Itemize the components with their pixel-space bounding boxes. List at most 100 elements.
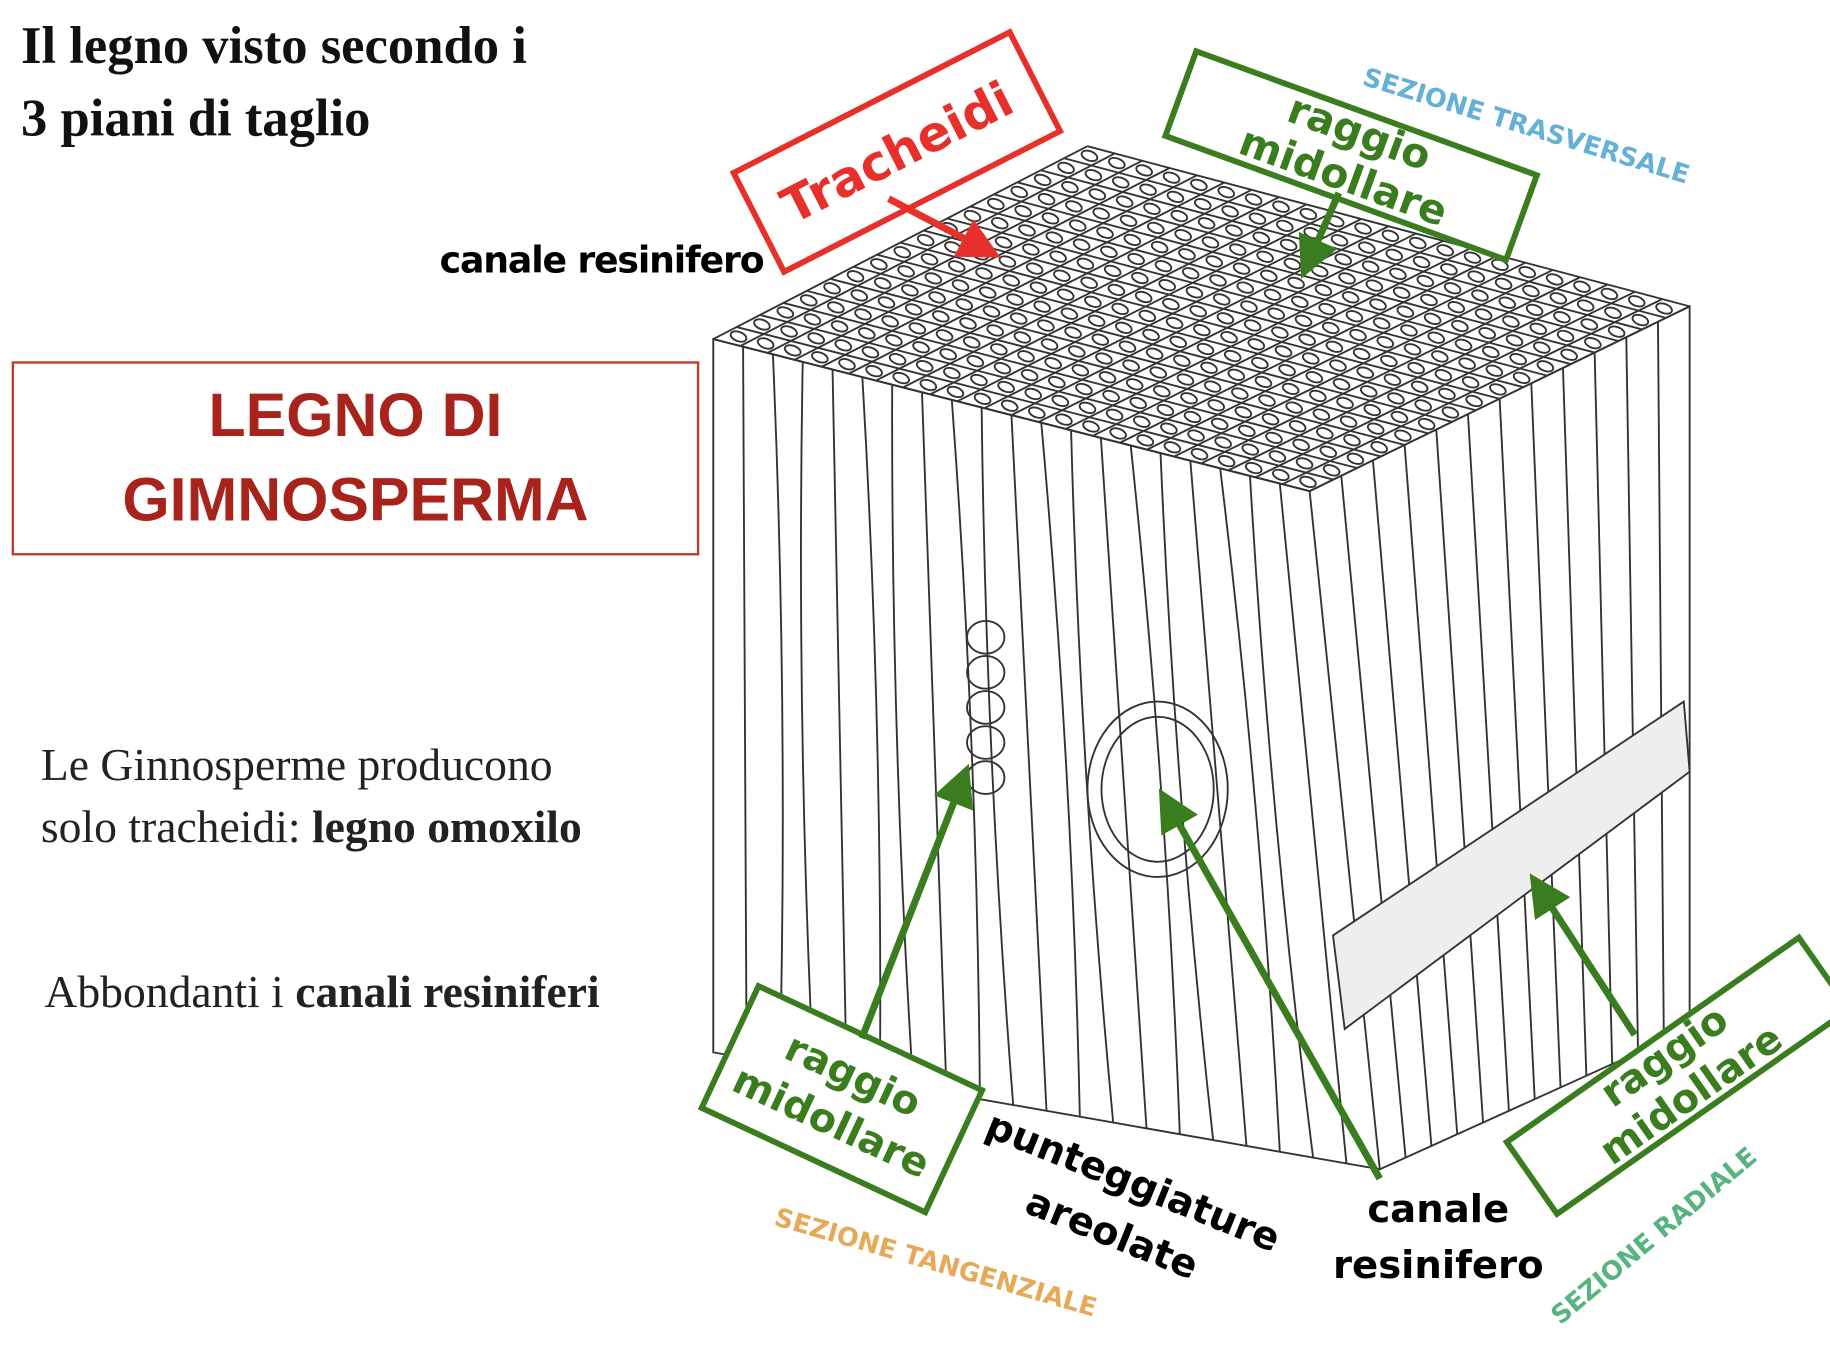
- tracheid-wall: [1467, 414, 1510, 1111]
- tracheid-lumen: [1214, 436, 1232, 449]
- tracheid-lumen: [827, 301, 845, 314]
- tracheid-lumen: [1197, 217, 1216, 230]
- tracheid-lumen: [1166, 190, 1185, 204]
- tracheid-lumen: [1169, 335, 1188, 349]
- tracheid-lumen: [1061, 180, 1079, 194]
- tracheid-lumen: [1223, 349, 1242, 363]
- tracheid-lumen: [1189, 305, 1207, 318]
- tracheid-lumen: [1502, 315, 1520, 328]
- tracheid-lumen: [973, 392, 992, 405]
- tracheid-lumen: [982, 305, 1001, 318]
- tracheid-lumen: [1389, 267, 1407, 280]
- heading-line-2: GIMNOSPERMA: [122, 466, 589, 535]
- tracheid-lumen: [1272, 200, 1290, 213]
- tracheid-lumen: [1096, 226, 1114, 239]
- tracheid-lumen: [1431, 350, 1449, 363]
- tracheid-lumen: [1358, 241, 1376, 254]
- tracheid-lumen: [1098, 371, 1117, 384]
- tracheid-lumen: [1440, 263, 1458, 276]
- tracheid-lumen: [892, 371, 911, 385]
- arrow-raggio-left: [858, 763, 974, 1040]
- tracheid-lumen: [1454, 338, 1473, 351]
- tracheid-lumen: [1412, 255, 1431, 269]
- tracheid-lumen: [1068, 219, 1087, 232]
- tracheid-wall: [1249, 475, 1315, 1158]
- tracheid-lumen: [1261, 413, 1280, 426]
- tracheid-lumen: [1143, 202, 1161, 215]
- tracheid-wall: [1593, 352, 1614, 1065]
- tracheid-lumen: [1027, 406, 1046, 419]
- tracheid-lumen: [993, 362, 1012, 375]
- tracheid-lumen: [1078, 401, 1097, 414]
- tracheid-wall: [891, 384, 915, 1088]
- tracheid-lumen: [1217, 186, 1236, 199]
- tracheid-lumen: [1366, 422, 1385, 435]
- tracheid-lumen: [1033, 173, 1052, 187]
- tracheid-wall: [771, 354, 784, 1065]
- tracheid-lumen: [1556, 329, 1575, 343]
- tracheid-lumen: [986, 324, 1004, 337]
- tracheid-lumen: [783, 344, 802, 357]
- tracheid-lumen: [1075, 382, 1093, 396]
- tracheid-lumen: [1000, 399, 1019, 412]
- tracheid-lumen: [1053, 269, 1071, 282]
- radial-ray: [1332, 699, 1691, 1031]
- tracheid-lumen: [1084, 168, 1103, 182]
- tracheid-lumen: [1065, 200, 1083, 213]
- tracheid-lumen: [888, 353, 907, 366]
- tracheid-lumen: [1292, 438, 1310, 451]
- tracheid-lumen: [1037, 193, 1056, 206]
- tracheid-lumen: [1252, 231, 1271, 244]
- tracheid-lumen: [1025, 262, 1044, 275]
- tracheid-lumen: [1271, 326, 1289, 339]
- ray-cell: [966, 655, 1006, 690]
- tracheid-lumen: [1553, 311, 1571, 324]
- tracheid-lumen: [920, 253, 939, 266]
- tracheid-lumen: [1294, 314, 1313, 327]
- tracheid-lumen: [1111, 302, 1129, 316]
- tracheid-lumen: [854, 308, 872, 321]
- tracheid-lumen: [966, 355, 985, 368]
- tracheid-lumen: [928, 291, 946, 304]
- tracheid-lumen: [1447, 301, 1466, 314]
- tracheid-lumen: [1318, 302, 1336, 316]
- tracheid-lumen: [1394, 429, 1412, 442]
- tracheid-lumen: [1173, 354, 1191, 367]
- tracheid-lumen: [1533, 341, 1551, 354]
- tracheid-lumen: [1010, 185, 1029, 199]
- tracheid-lumen: [1451, 319, 1469, 333]
- tracheid-lumen: [1325, 340, 1344, 353]
- page-title: Il legno visto secondo i 3 piani di tagl…: [21, 9, 527, 154]
- tracheid-lumen: [1193, 323, 1211, 337]
- tracheid-lumen: [1458, 357, 1476, 370]
- tracheid-lumen: [1102, 389, 1120, 403]
- tracheid-lumen: [1272, 468, 1290, 482]
- tracheid-wall: [1625, 337, 1639, 1053]
- tracheid-lumen: [1314, 283, 1333, 297]
- cell-wall: [929, 203, 1307, 396]
- tracheid-lumen: [1231, 387, 1249, 400]
- tracheid-lumen: [1049, 250, 1067, 263]
- tracheid-lumen: [1369, 298, 1387, 311]
- tracheid-lumen: [1244, 461, 1263, 475]
- tracheid-lumen: [1147, 221, 1165, 235]
- tracheid-lumen: [1205, 255, 1224, 268]
- tracheid-lumen: [919, 378, 938, 392]
- tracheid-lumen: [1518, 265, 1537, 279]
- tracheid-lumen: [997, 380, 1015, 394]
- tracheid-lumen: [1037, 319, 1055, 332]
- tracheid-lumen: [1193, 197, 1212, 211]
- cell-wall: [1092, 247, 1472, 437]
- tracheid-lumen: [1385, 248, 1404, 261]
- tracheid-lumen: [1072, 238, 1091, 251]
- tracheid-lumen: [1281, 382, 1300, 396]
- tracheid-lumen: [1274, 345, 1293, 358]
- tracheid-lumen: [1109, 427, 1127, 440]
- tracheid-lumen: [1416, 274, 1435, 288]
- title-line-2: 3 piani di taglio: [21, 88, 371, 148]
- wood-block: [712, 145, 1691, 1171]
- ray-cell: [966, 725, 1006, 760]
- tracheid-lumen: [1165, 316, 1184, 330]
- cell-wall: [739, 152, 1116, 347]
- tracheid-lumen: [1002, 274, 1020, 287]
